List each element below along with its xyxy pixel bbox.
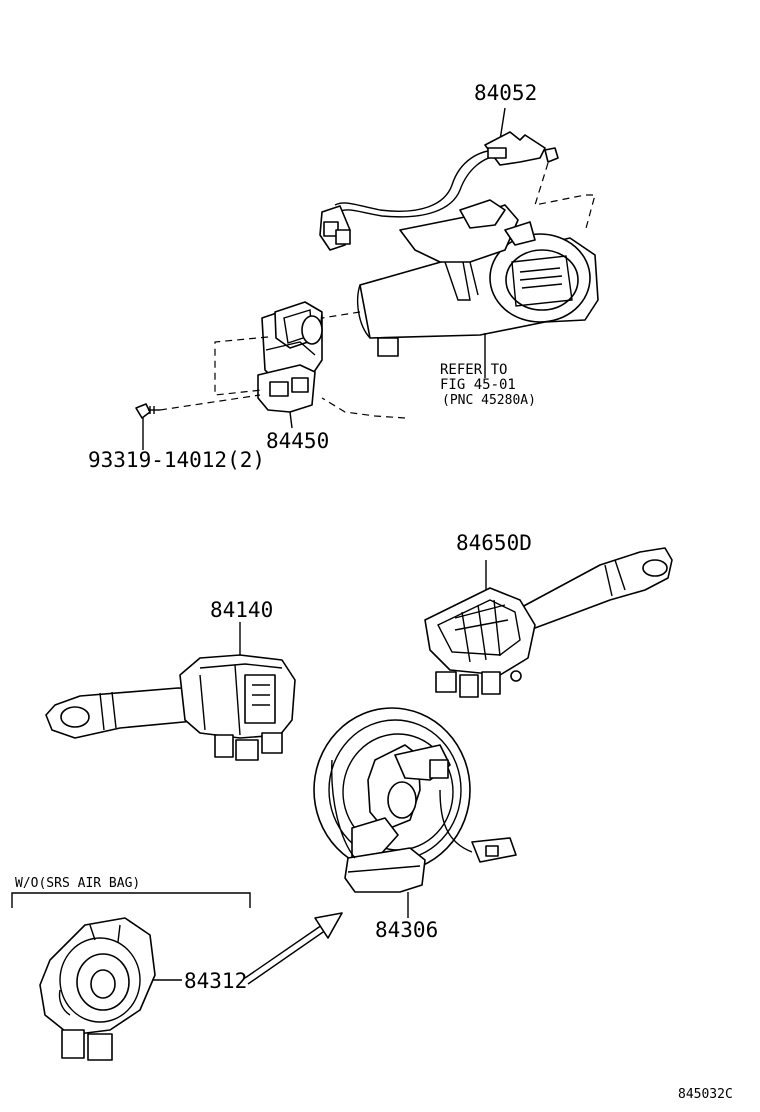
label-93319: 93319-14012(2): [88, 448, 265, 472]
variant-label: W/O(SRS AIR BAG): [15, 876, 140, 891]
part-84650d-wiper-switch: [424, 547, 673, 698]
replacement-arrow: [244, 912, 343, 985]
label-84052: 84052: [474, 81, 537, 105]
label-84450: 84450: [266, 429, 329, 453]
leader-84450: [289, 411, 293, 429]
label-84140: 84140: [210, 598, 273, 622]
alignment-line-84052: [534, 162, 596, 233]
label-84650d: 84650D: [456, 531, 532, 555]
alignment-line-84450: [321, 311, 361, 319]
label-84306: 84306: [375, 918, 438, 942]
figure-code: 845032C: [678, 1087, 733, 1102]
part-84312-cable: [39, 917, 156, 1061]
refer-to-line1: REFER TO: [440, 362, 507, 378]
part-84052-harness: [319, 107, 559, 251]
alignment-line-screw-b: [321, 397, 406, 419]
refer-to-line3: (PNC 45280A): [442, 393, 536, 408]
ignition-switch-housing: [357, 199, 599, 357]
part-84450-switch: [257, 301, 323, 413]
label-84312: 84312: [184, 969, 247, 993]
alignment-line-84450-b: [214, 336, 269, 396]
part-84306-spiral-cable: [313, 707, 517, 893]
part-84140-light-switch: [45, 654, 296, 761]
refer-to-line2: FIG 45-01: [440, 377, 516, 393]
variant-bracket: [11, 892, 251, 908]
screw-93319: [135, 403, 160, 450]
alignment-line-screw: [159, 394, 261, 411]
